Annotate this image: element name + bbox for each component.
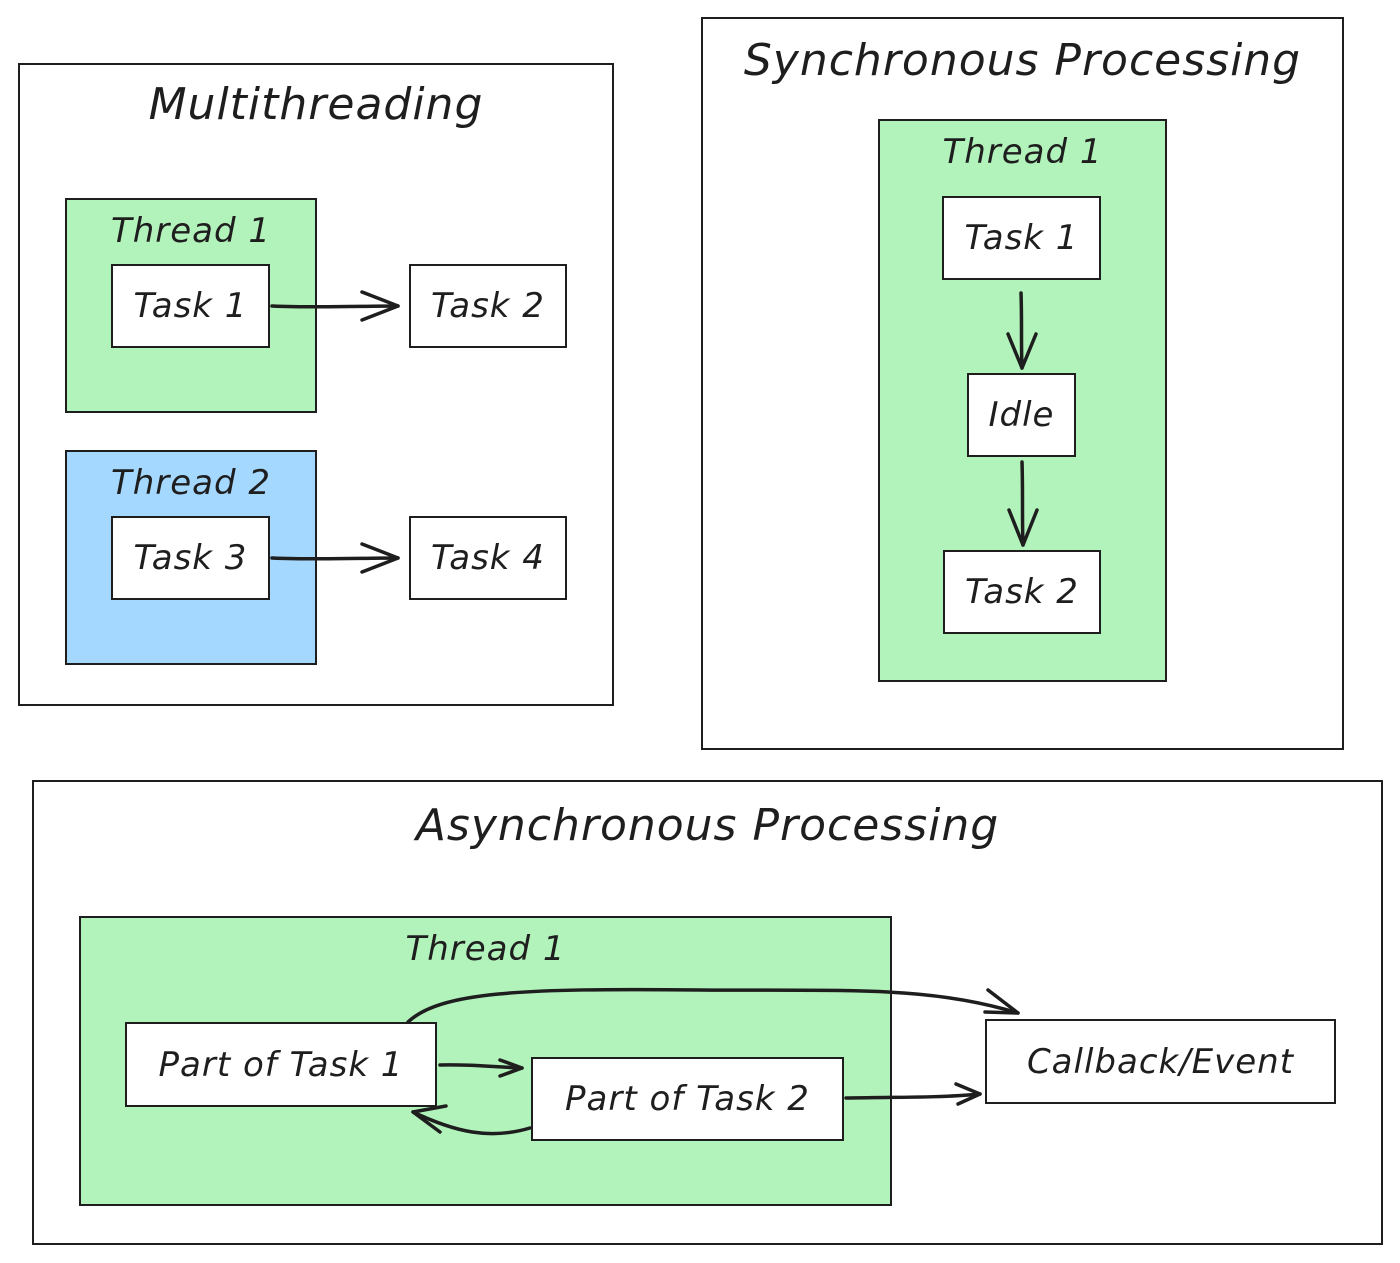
async-part-of-task-1: Part of Task 1 [125,1022,437,1107]
synchronous-idle: Idle [967,373,1076,457]
async-callback-event: Callback/Event [985,1019,1336,1104]
multithreading-task-3: Task 3 [111,516,270,600]
multithreading-task-4: Task 4 [409,516,567,600]
synchronous-title: Synchronous Processing [743,35,1302,86]
multithreading-thread-1-label: Thread 1 [110,211,272,251]
async-part-of-task-2: Part of Task 2 [531,1057,844,1141]
asynchronous-title: Asynchronous Processing [415,800,1000,851]
synchronous-thread-label: Thread 1 [942,132,1103,172]
multithreading-task-1: Task 1 [111,264,270,348]
synchronous-task-2: Task 2 [943,550,1101,634]
multithreading-task-2: Task 2 [409,264,567,348]
multithreading-thread-2-label: Thread 2 [110,463,272,503]
asynchronous-thread-label: Thread 1 [405,929,566,969]
synchronous-task-1: Task 1 [942,196,1101,280]
multithreading-title: Multithreading [148,79,484,130]
